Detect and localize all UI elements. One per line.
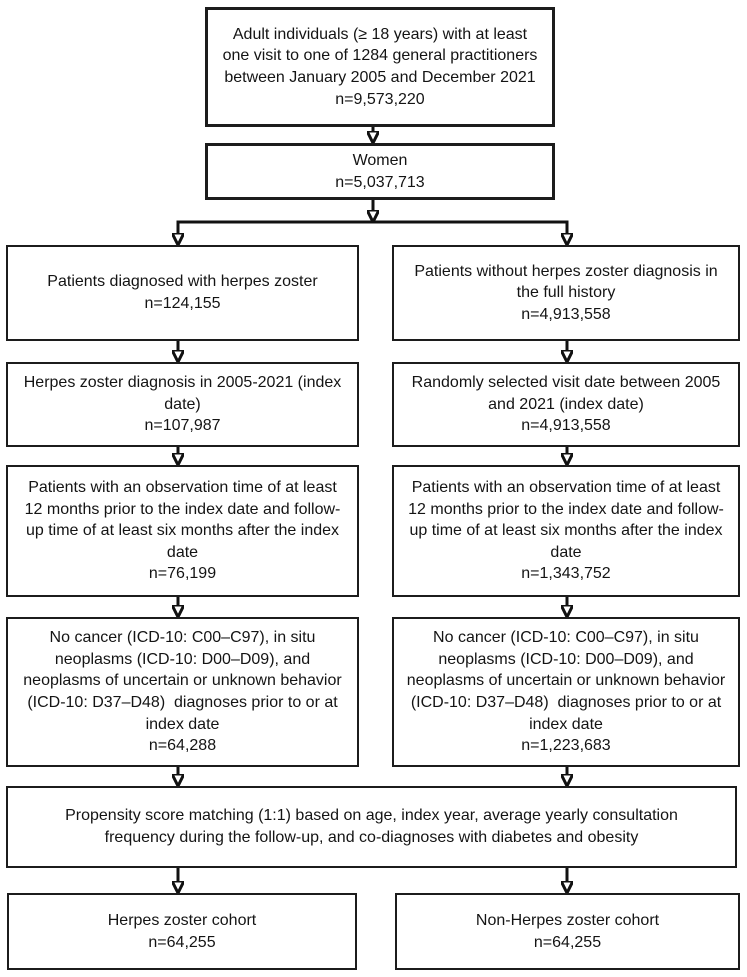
box-herpes-zoster-cohort-label: Herpes zoster cohort xyxy=(107,911,257,929)
box-left-herpes-diagnosed: Patients diagnosed with herpes zoster n=… xyxy=(6,245,359,341)
box-right-no-cancer: No cancer (ICD-10: C00–C97), in situ neo… xyxy=(392,617,740,767)
box-women-count: n=5,037,713 xyxy=(335,173,425,191)
box-right-observation-time: Patients with an observation time of at … xyxy=(392,465,740,597)
box-right-no-cancer-label: No cancer (ICD-10: C00–C97), in situ neo… xyxy=(406,629,726,733)
box-right-index-date: Randomly selected visit date between 200… xyxy=(392,362,740,447)
box-right-no-herpes: Patients without herpes zoster diagnosis… xyxy=(392,245,740,341)
box-left-observation-time-label: Patients with an observation time of at … xyxy=(24,479,341,561)
box-left-index-date-label: Herpes zoster diagnosis in 2005-2021 (in… xyxy=(23,374,342,413)
box-right-index-date-count: n=4,913,558 xyxy=(521,417,611,435)
box-non-herpes-zoster-cohort: Non-Herpes zoster cohort n=64,255 xyxy=(395,893,740,970)
box-propensity-matching-label: Propensity score matching (1:1) based on… xyxy=(65,807,678,846)
box-left-herpes-diagnosed-label: Patients diagnosed with herpes zoster xyxy=(47,273,318,291)
box-left-observation-time-count: n=76,199 xyxy=(148,565,217,583)
box-source-population: Adult individuals (≥ 18 years) with at l… xyxy=(205,7,555,127)
box-source-population-count: n=9,573,220 xyxy=(335,90,425,108)
box-left-index-date: Herpes zoster diagnosis in 2005-2021 (in… xyxy=(6,362,359,447)
box-right-no-herpes-label: Patients without herpes zoster diagnosis… xyxy=(414,262,718,302)
box-source-population-label: Adult individuals (≥ 18 years) with at l… xyxy=(222,25,538,86)
box-right-no-herpes-count: n=4,913,558 xyxy=(521,305,611,323)
box-left-no-cancer-count: n=64,288 xyxy=(148,737,217,755)
box-right-index-date-label: Randomly selected visit date between 200… xyxy=(411,374,721,413)
box-left-no-cancer-label: No cancer (ICD-10: C00–C97), in situ neo… xyxy=(23,629,342,733)
box-women-label: Women xyxy=(352,151,408,169)
box-right-observation-time-count: n=1,343,752 xyxy=(521,565,611,583)
box-right-no-cancer-count: n=1,223,683 xyxy=(521,737,611,755)
box-non-herpes-zoster-cohort-count: n=64,255 xyxy=(533,933,602,951)
box-propensity-matching: Propensity score matching (1:1) based on… xyxy=(6,786,737,868)
box-women: Women n=5,037,713 xyxy=(205,143,555,200)
box-left-herpes-diagnosed-count: n=124,155 xyxy=(144,295,221,312)
box-non-herpes-zoster-cohort-label: Non-Herpes zoster cohort xyxy=(475,911,660,929)
box-herpes-zoster-cohort-count: n=64,255 xyxy=(148,933,216,951)
box-right-observation-time-label: Patients with an observation time of at … xyxy=(408,479,724,561)
box-herpes-zoster-cohort: Herpes zoster cohort n=64,255 xyxy=(7,893,357,970)
box-left-no-cancer: No cancer (ICD-10: C00–C97), in situ neo… xyxy=(6,617,359,767)
box-left-index-date-count: n=107,987 xyxy=(144,417,221,435)
box-left-observation-time: Patients with an observation time of at … xyxy=(6,465,359,597)
